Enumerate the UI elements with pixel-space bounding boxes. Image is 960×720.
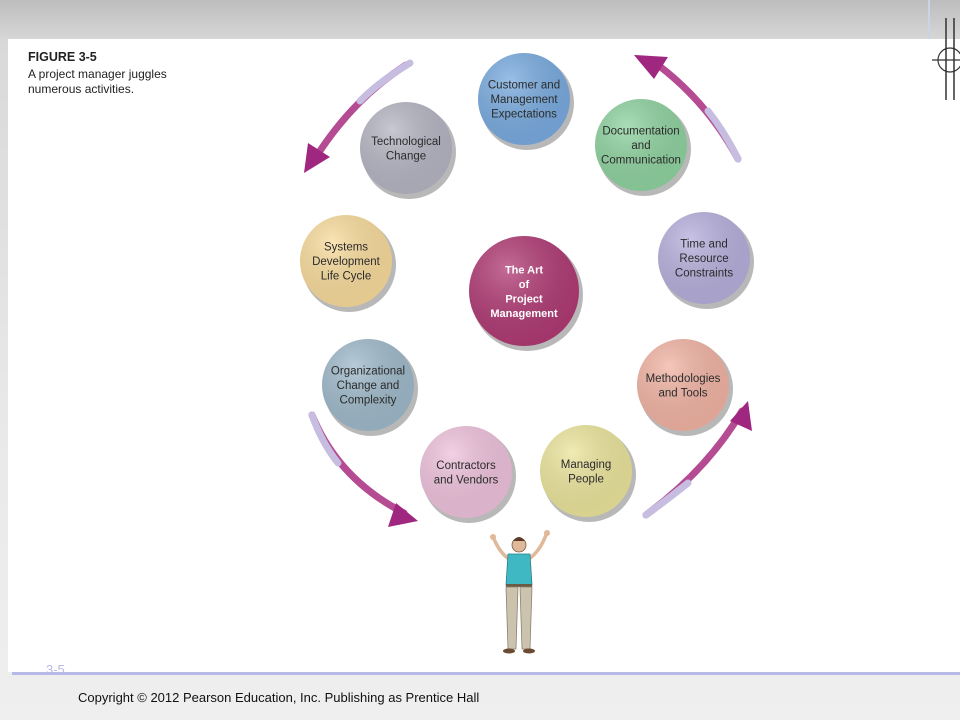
node-label-line: Methodologies: [646, 373, 721, 385]
slide-content: FIGURE 3-5 A project manager juggles num…: [8, 39, 960, 672]
arrow-bottom-left: [308, 411, 418, 527]
top-accent-line: [928, 0, 930, 39]
node-label-line: Constraints: [675, 268, 733, 280]
node-label-line: Time and: [680, 239, 728, 251]
node-label-line: Change: [386, 150, 426, 162]
node-methodologies: Methodologies and Tools: [637, 339, 733, 436]
node-label-line: Managing: [561, 459, 612, 471]
node-label-line: Contractors: [436, 460, 496, 472]
copyright-text: Copyright © 2012 Pearson Education, Inc.…: [78, 690, 480, 705]
arrow-bottom-right: [642, 401, 752, 519]
node-label-line: Life Cycle: [321, 271, 372, 283]
node-label-line: Systems: [324, 242, 368, 254]
crosshair-mark-icon: [932, 18, 960, 100]
node-label-line: Project: [505, 293, 543, 305]
node-label-line: People: [568, 473, 604, 485]
juggler-person-icon: [490, 530, 550, 654]
slide-number: 3-5: [46, 662, 65, 677]
node-contractors: Contractors and Vendors: [420, 426, 516, 523]
node-label-line: Organizational: [331, 366, 405, 378]
node-label-line: The Art: [505, 264, 543, 276]
node-label-line: Management: [490, 308, 558, 320]
juggling-diagram: Customer andManagementExpectationsDocume…: [300, 53, 754, 654]
node-label-line: Customer and: [488, 80, 560, 92]
node-label-line: Documentation: [602, 126, 679, 138]
node-label-line: Expectations: [491, 109, 557, 121]
figure-caption: A project manager juggles numerous activ…: [28, 67, 167, 96]
node-label-line: of: [519, 279, 530, 291]
node-label-line: Management: [490, 94, 558, 106]
node-label-line: Complexity: [340, 395, 397, 407]
node-label-line: Development: [312, 256, 381, 268]
arrow-top-left: [304, 59, 414, 173]
footer-divider: [12, 672, 960, 675]
node-label-line: and: [631, 140, 650, 152]
node-label-line: and Vendors: [434, 474, 499, 486]
figure-label: FIGURE 3-5: [28, 50, 97, 64]
node-label-line: Technological: [371, 136, 441, 148]
node-label-line: Communication: [601, 155, 681, 167]
arrow-top-right: [634, 55, 742, 163]
node-label-line: Resource: [679, 253, 728, 265]
node-label-line: and Tools: [658, 387, 707, 399]
node-label-line: Change and: [337, 380, 400, 392]
